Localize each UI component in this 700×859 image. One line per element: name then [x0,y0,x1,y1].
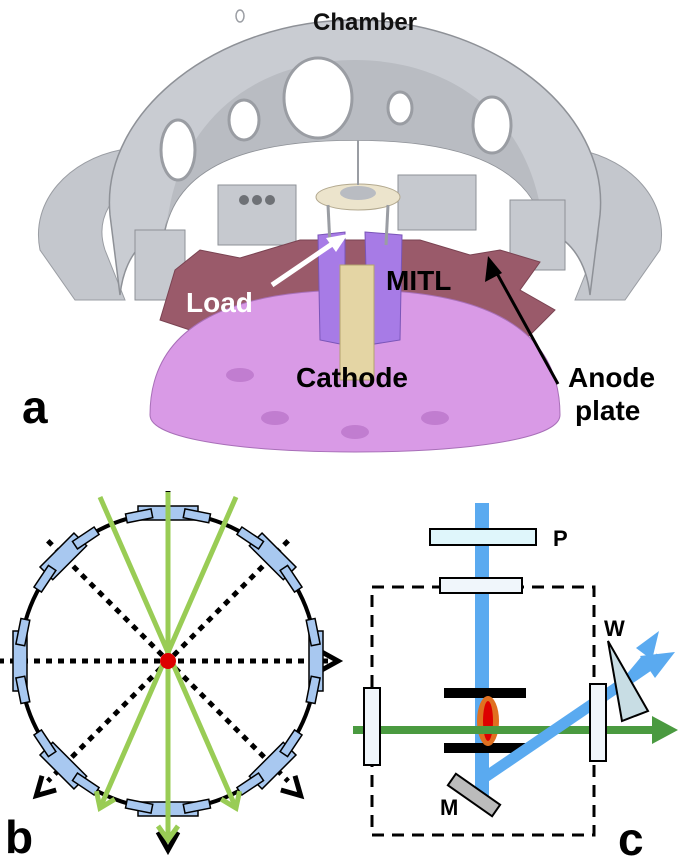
label-chamber: Chamber [313,9,417,36]
detector-block [279,564,304,594]
split-beam-arrowhead [636,631,659,660]
cathode-dimple [421,411,449,425]
label-p: P [553,526,568,551]
port-hole [235,9,245,23]
load-wire [384,204,390,246]
port-hole [159,118,197,182]
detector-block [71,525,101,550]
flange-block [397,174,477,231]
detector-block [305,675,321,705]
laser-arrowhead [219,790,242,812]
block-hole [265,195,275,205]
laser-beam [97,495,239,810]
axis-arrowhead [155,830,181,856]
axis-arrowhead [280,775,305,800]
cathode-dimple [341,425,369,439]
cathode-dimple [261,411,289,425]
label-m: M [440,795,458,820]
detector-block [124,798,154,814]
flange-block [217,184,297,246]
port-hole [227,98,261,142]
mirror-m [446,772,502,818]
panel-letter-c: c [618,813,644,859]
port-hole [471,95,513,155]
green-beam-arrowhead [652,716,678,744]
panel-a: Chamber Load MITL Cathode Anode plate a [22,9,662,453]
load-column [339,264,375,381]
detector-block [279,728,304,758]
detector-block [182,508,212,524]
port-hole [282,56,354,140]
detector-block [15,675,31,705]
load-arrow [270,237,340,288]
load-top-hole [340,186,376,200]
detector-block [32,564,57,594]
detector-block [32,728,57,758]
detector-block [15,617,31,647]
label-cathode: Cathode [296,362,408,393]
panel-c: P W M c [353,503,678,859]
electrode-bottom [444,743,526,753]
top-window [439,577,523,594]
axis-arrowhead [32,775,57,800]
label-mitl: MITL [386,265,451,296]
label-anode-2: plate [575,395,640,426]
right-window [589,683,607,762]
label-anode-1: Anode [568,362,655,393]
panel-letter-a: a [22,381,48,433]
detector-block [124,508,154,524]
wedge-w [607,640,650,723]
block-hole [239,195,249,205]
chamber-inner-face [165,60,545,230]
panel-letter-b: b [5,811,33,859]
blue-probe-beam [475,503,489,803]
cathode-dimple [226,368,254,382]
reflected-beam-arrowhead [640,652,675,678]
laser-arrowhead [155,824,181,845]
port-hole [386,90,414,126]
panel-b [0,491,344,856]
detector-block [235,525,265,550]
anode-arrow [492,267,560,385]
load-arrow-head [326,234,348,252]
label-w: W [604,616,625,641]
left-window [363,687,381,766]
laser-arrowhead [94,790,117,812]
block-hole [252,195,262,205]
detector-block [305,617,321,647]
electrode-top [444,688,526,698]
polarizer-p [429,528,537,546]
anode-arrow-head [485,256,502,282]
plasma-inner [483,701,493,741]
detector-block [182,798,212,814]
axis-arrowhead [318,648,344,674]
target-center [160,653,176,669]
label-load: Load [186,287,253,318]
